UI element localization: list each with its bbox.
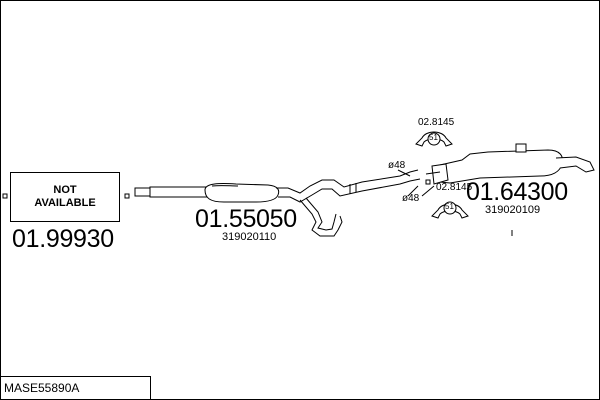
connector-mid: [124, 193, 130, 199]
connector-rear: [425, 179, 431, 185]
model-code-box: MASE55890A: [0, 376, 151, 400]
intermediate-pipe: [276, 169, 421, 237]
clamp-number-bottom: 02.8145: [436, 182, 473, 193]
part-number-front: 01.99930: [12, 225, 114, 253]
model-code: MASE55890A: [4, 381, 80, 395]
clamp-bottom-icon: [431, 201, 469, 219]
clamp-top-icon: [415, 131, 453, 147]
pipe-diameter-bottom: ø48: [402, 193, 420, 204]
leader-lines: [397, 169, 513, 236]
connector-left: [2, 193, 8, 199]
clamp-number-top: 02.8145: [418, 117, 455, 128]
not-available-box: NOT AVAILABLE: [10, 172, 120, 222]
clamp-size-top: 51: [429, 133, 438, 142]
part-number-rear: 01.64300: [466, 178, 568, 206]
clamp-size-bottom: 51: [445, 202, 454, 211]
oem-number-middle: 319020110: [222, 231, 277, 243]
part-number-middle: 01.55050: [195, 205, 297, 233]
oem-number-rear: 319020109: [485, 204, 541, 216]
not-available-label: NOT AVAILABLE: [34, 184, 96, 209]
middle-silencer: [204, 183, 280, 203]
front-pipe: [134, 186, 209, 198]
pipe-diameter-top: ø48: [388, 160, 406, 171]
rear-silencer: [431, 143, 595, 185]
